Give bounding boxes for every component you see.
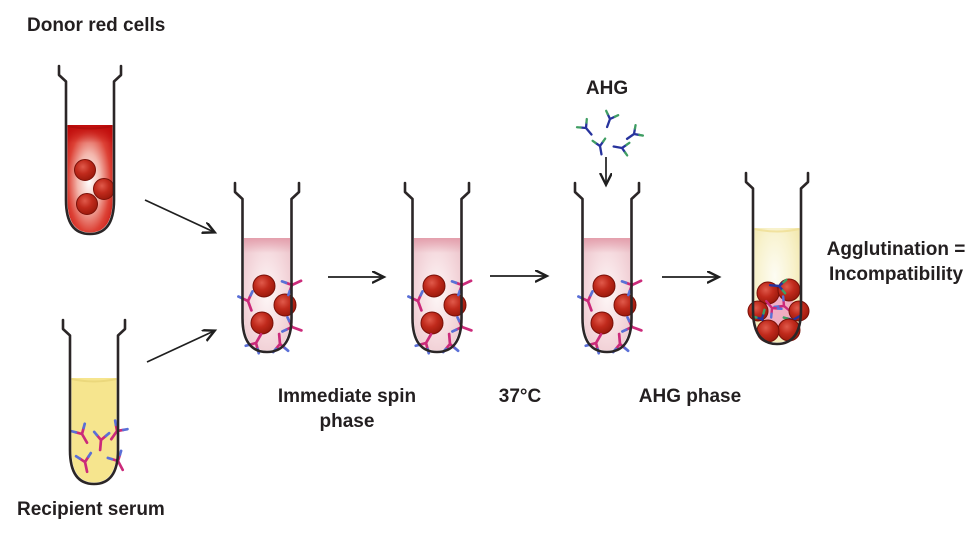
mix-liquid-meniscus (244, 238, 290, 253)
donor-liquid-meniscus (67, 125, 113, 143)
mix-tube-immediate-spin (233, 181, 306, 355)
mix-tube-37c (403, 181, 476, 355)
red-cell (422, 274, 446, 298)
tube-glass (233, 181, 301, 354)
ahg-antibody-icon (611, 139, 631, 157)
red-cell (590, 311, 614, 335)
ahg-reagent-cluster (575, 109, 645, 157)
red-cell (93, 178, 115, 200)
ahg-antibody-icon (591, 137, 609, 157)
recipient-label: Recipient serum (17, 499, 165, 520)
recipient-tube (61, 318, 131, 486)
stage-ahg-phase-label: AHG phase (638, 386, 742, 407)
ahg-label: AHG (585, 78, 629, 99)
ahg-antibody-icon (599, 109, 620, 131)
red-cell (420, 311, 444, 335)
mix-liquid-meniscus (414, 238, 460, 253)
red-cell (76, 193, 98, 215)
tube-glass (744, 171, 810, 346)
donor-label: Donor red cells (27, 15, 166, 36)
serum-liquid (71, 378, 117, 483)
red-cell (252, 274, 276, 298)
arrow-donor-to-mix (144, 199, 214, 232)
tube-glass (61, 318, 127, 486)
result-label: Agglutination = Incompatibility (826, 239, 966, 286)
tube-glass (403, 181, 471, 354)
mix-tube-ahg-phase (573, 181, 646, 355)
ahg-antibody-icon (575, 117, 598, 140)
stage-immediate-spin-label: Immediate spin phase (277, 386, 417, 433)
red-cell (788, 300, 810, 322)
tube-glass (57, 64, 123, 236)
agglutinated-clump (747, 277, 810, 343)
stage-37c-label: 37°C (498, 386, 542, 407)
tube-glass (573, 181, 641, 354)
result-tube (744, 171, 810, 346)
red-cell (74, 159, 96, 181)
ahg-antibody-icon (622, 123, 645, 146)
mix-liquid-meniscus (584, 238, 630, 253)
donor-tube (57, 64, 123, 236)
arrow-recipient-to-mix (146, 331, 214, 363)
red-cell (250, 311, 274, 335)
red-cell (592, 274, 616, 298)
